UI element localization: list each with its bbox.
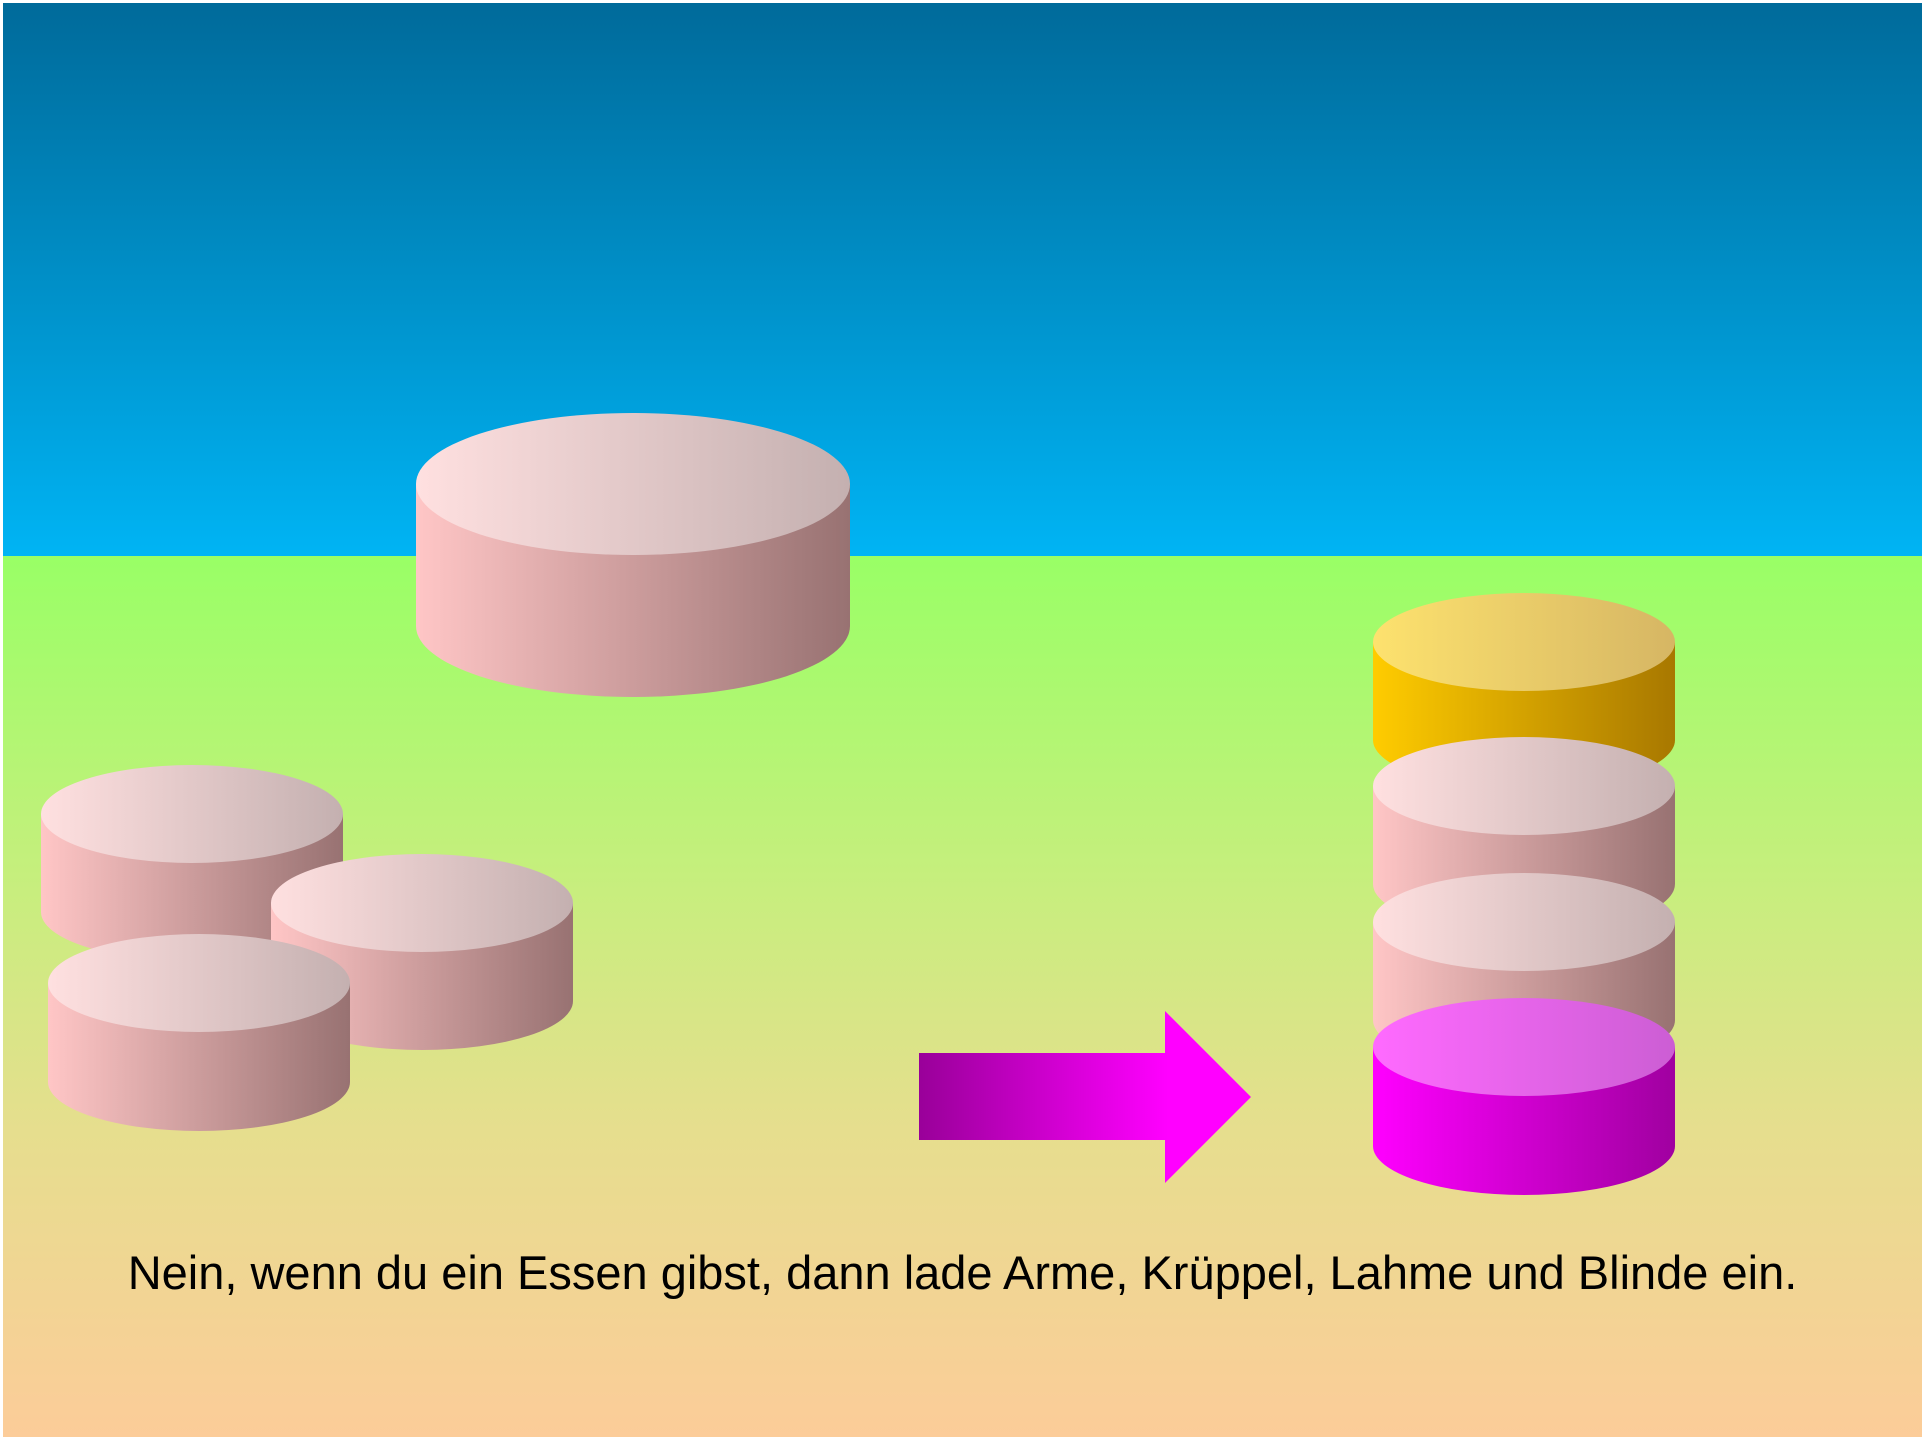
large-disc	[416, 413, 850, 697]
left-disc-back	[41, 765, 343, 961]
sky-background	[0, 0, 1925, 556]
right-arrow-icon	[919, 1011, 1251, 1183]
left-disc-front	[48, 934, 350, 1131]
slide-caption: Nein, wenn du ein Essen gibst, dann lade…	[127, 1246, 1798, 1299]
stack-disc-magenta	[1373, 998, 1675, 1195]
